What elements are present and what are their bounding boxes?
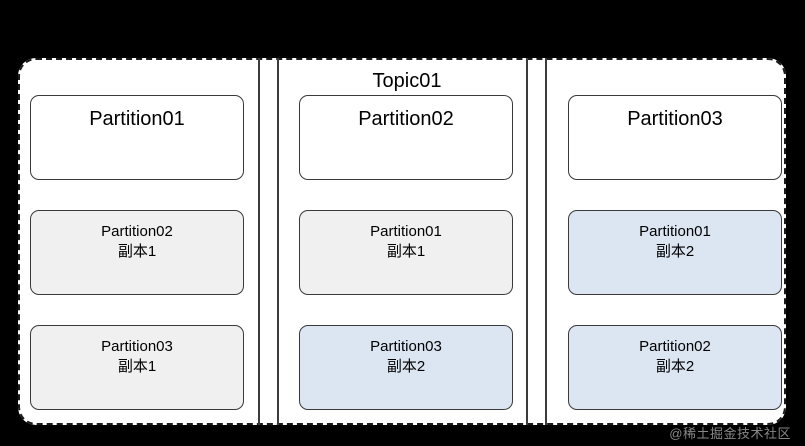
partition-replica-label: 副本2 — [655, 358, 695, 375]
partition-replica-label: 副本1 — [117, 358, 157, 375]
broker-divider-2-left — [526, 58, 528, 425]
partition-box[interactable]: Partition01 副本2 — [568, 210, 782, 295]
partition-box[interactable]: Partition02 副本1 — [30, 210, 244, 295]
partition-replica-label: 副本2 — [386, 358, 426, 375]
broker-column-2: Partition02 Partition01 副本1 Partition03 … — [287, 58, 527, 425]
partition-name: Partition03 — [627, 108, 723, 130]
partition-name: Partition03 — [101, 338, 173, 355]
partition-box[interactable]: Partition01 — [30, 95, 244, 180]
partition-box[interactable]: Partition03 — [568, 95, 782, 180]
broker-column-3: Partition03 Partition01 副本2 Partition02 … — [556, 58, 796, 425]
broker-divider-1-left — [258, 58, 260, 425]
watermark: @稀土掘金技术社区 — [669, 426, 791, 441]
partition-box[interactable]: Partition01 副本1 — [299, 210, 513, 295]
broker-divider-1-right — [277, 58, 279, 425]
partition-name: Partition01 — [639, 223, 711, 240]
partition-box[interactable]: Partition02 — [299, 95, 513, 180]
broker-column-1: Partition01 Partition02 副本1 Partition03 … — [18, 58, 258, 425]
topic-title: Topic01 — [372, 70, 442, 92]
partition-name: Partition02 — [101, 223, 173, 240]
partition-box[interactable]: Partition02 副本2 — [568, 325, 782, 410]
partition-name: Partition02 — [358, 108, 454, 130]
partition-replica-label: 副本2 — [655, 243, 695, 260]
partition-name: Partition01 — [89, 108, 185, 130]
partition-name: Partition01 — [370, 223, 442, 240]
broker-divider-2-right — [545, 58, 547, 425]
partition-replica-label: 副本1 — [117, 243, 157, 260]
partition-box[interactable]: Partition03 副本2 — [299, 325, 513, 410]
partition-name: Partition02 — [639, 338, 711, 355]
partition-replica-label: 副本1 — [386, 243, 426, 260]
partition-name: Partition03 — [370, 338, 442, 355]
partition-box[interactable]: Partition03 副本1 — [30, 325, 244, 410]
